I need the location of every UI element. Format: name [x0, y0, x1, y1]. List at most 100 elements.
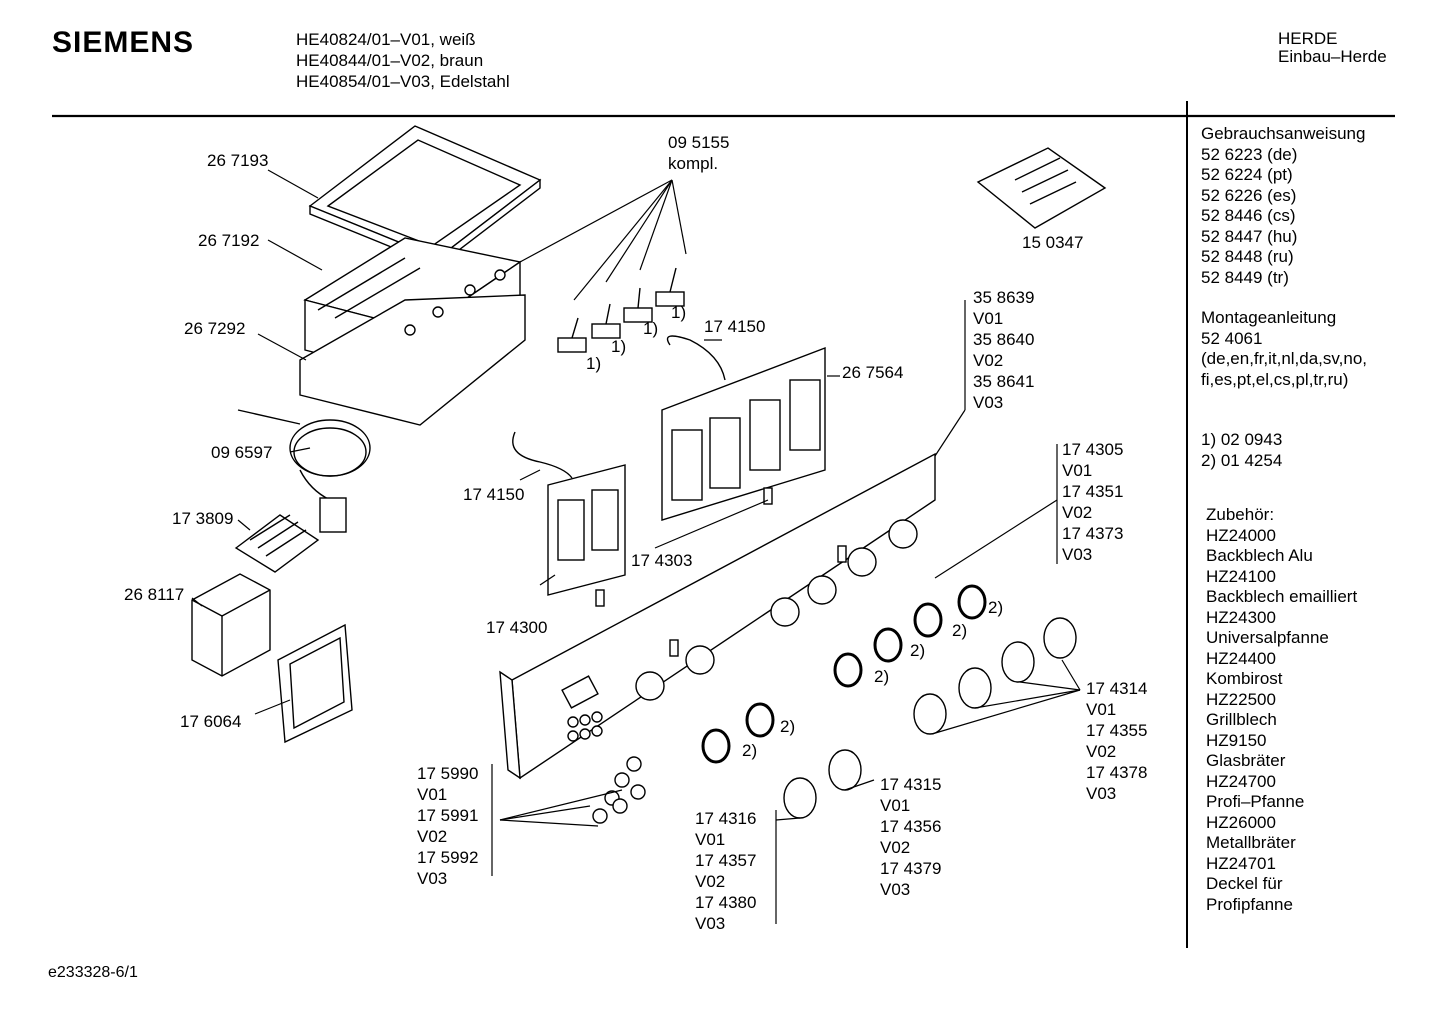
control-board-part [547, 464, 626, 596]
screw-bag-part [976, 147, 1107, 229]
mounting-frame-part [277, 623, 353, 744]
accessory-item: HZ24300 [1206, 607, 1276, 627]
part-label: 17 5990 [417, 764, 479, 783]
part-label: V03 [880, 880, 911, 899]
accessory-section: Zubehör: HZ24000 Backblech Alu HZ24100 B… [1206, 505, 1357, 915]
accessory-item: HZ24000 [1206, 525, 1276, 545]
switch-housing-part [299, 237, 526, 426]
part-label: V01 [1086, 700, 1117, 719]
sensor-capillary-part [237, 409, 371, 533]
footnote-marker: 2) [988, 598, 1004, 617]
part-label: V02 [1062, 503, 1093, 522]
accessory-item: Backblech emailliert [1206, 587, 1358, 606]
part-label: V03 [973, 393, 1004, 412]
knob-ring-part [701, 584, 987, 764]
manual-title: Gebrauchsanweisung [1201, 124, 1366, 143]
accessory-item: Kombirost [1206, 669, 1283, 688]
relay-board-part [661, 346, 826, 521]
part-label-group: 17 4305 V01 17 4351 V02 17 4373 V03 [1062, 439, 1123, 565]
footnote-marker: 1) [586, 354, 602, 373]
part-label: 17 4355 [1086, 721, 1148, 740]
part-label: V02 [417, 827, 448, 846]
part-label-group: 09 5155 kompl. [668, 132, 729, 174]
part-label: V02 [880, 838, 911, 857]
accessory-item: HZ24700 [1206, 771, 1276, 791]
part-label: 26 7193 [207, 151, 269, 170]
part-label: V01 [417, 785, 448, 804]
part-label: 35 8639 [973, 288, 1035, 307]
manual-item: 52 8446 (cs) [1201, 206, 1296, 225]
part-label: 17 3809 [172, 509, 234, 528]
part-label: 17 4378 [1086, 763, 1148, 782]
footnote-marker: 1) [671, 303, 687, 322]
part-label: 17 4379 [880, 859, 942, 878]
part-label: 15 0347 [1022, 233, 1084, 252]
part-label: 17 4373 [1062, 524, 1124, 543]
accessory-item: Profipfanne [1206, 894, 1293, 914]
micro-switch-part [557, 267, 685, 353]
control-knob-part [783, 617, 1077, 819]
accessory-title: Zubehör: [1206, 505, 1275, 524]
part-label: 17 4314 [1086, 679, 1148, 698]
part-label: kompl. [668, 154, 719, 173]
manual-item: 52 8447 (hu) [1201, 226, 1298, 246]
accessory-item: HZ24701 [1206, 853, 1276, 873]
part-label: 17 4356 [880, 817, 942, 836]
part-label: 26 7292 [184, 319, 246, 338]
part-label: V01 [973, 309, 1004, 328]
footnote-item: 1) 02 0943 [1201, 430, 1283, 449]
part-label: 17 4300 [486, 618, 548, 637]
part-label: 17 4351 [1062, 482, 1124, 501]
part-label: 35 8640 [973, 330, 1035, 349]
part-label: 17 5992 [417, 848, 479, 867]
part-label: 17 4150 [463, 485, 525, 504]
part-label: 17 4305 [1062, 440, 1124, 459]
part-label: 17 4357 [695, 851, 757, 870]
part-label: 35 8641 [973, 372, 1035, 391]
document-code: e233328-6/1 [48, 964, 138, 981]
bracket-part [191, 573, 271, 677]
part-label-group: 17 5990 V01 17 5991 V02 17 5992 V03 [417, 763, 478, 889]
footnote-marker: 2) [952, 621, 968, 640]
leader-lines [191, 169, 1081, 924]
part-label-group: 17 4314 V01 17 4355 V02 17 4378 V03 [1086, 678, 1147, 804]
manual-item: 52 6223 (de) [1201, 144, 1298, 164]
part-label: 17 4303 [631, 551, 693, 570]
model-line: HE40854/01–V03, Edelstahl [296, 72, 510, 91]
manual-item: 52 8449 (tr) [1201, 267, 1289, 287]
part-label: V02 [695, 872, 726, 891]
manual-item: 52 8448 (ru) [1201, 247, 1294, 266]
cable-part [512, 431, 573, 479]
footnote-marker: 1) [611, 337, 627, 356]
part-label: 26 7192 [198, 231, 260, 250]
accessory-item: Metallbräter [1206, 833, 1296, 852]
part-label-group: 17 4315 V01 17 4356 V02 17 4379 V03 [880, 774, 941, 900]
footnote-marker: 1) [643, 319, 659, 338]
manual-item: 52 6226 (es) [1201, 185, 1297, 205]
part-label-group: 17 4316 V01 17 4357 V02 17 4380 V03 [695, 808, 756, 934]
part-label: V01 [695, 830, 726, 849]
part-label: 26 7564 [842, 363, 904, 382]
category-subtitle: Einbau–Herde [1278, 47, 1387, 66]
selector-switch-part [234, 514, 320, 573]
part-label: 09 6597 [211, 443, 273, 462]
control-panel-part [499, 452, 936, 780]
brand-logo: SIEMENS [52, 26, 195, 59]
part-label: 17 4315 [880, 775, 942, 794]
footnote-marker: 2) [874, 667, 890, 686]
model-list: HE40824/01–V01, weiß HE40844/01–V02, bra… [296, 29, 510, 92]
install-item: 52 4061 [1201, 328, 1263, 348]
category-block: HERDE Einbau–Herde [1278, 30, 1387, 66]
part-label: 17 6064 [180, 712, 242, 731]
footnote-marker: 2) [780, 717, 796, 736]
accessory-item: Universalpfanne [1206, 628, 1329, 647]
part-label: 17 5991 [417, 806, 479, 825]
part-label: V03 [695, 914, 726, 933]
part-label: V01 [1062, 461, 1093, 480]
part-label: V03 [1086, 784, 1117, 803]
install-title: Montageanleitung [1201, 308, 1337, 327]
accessory-item: HZ24100 [1206, 566, 1276, 586]
accessory-item: HZ22500 [1206, 689, 1276, 709]
accessory-item: Profi–Pfanne [1206, 792, 1305, 811]
